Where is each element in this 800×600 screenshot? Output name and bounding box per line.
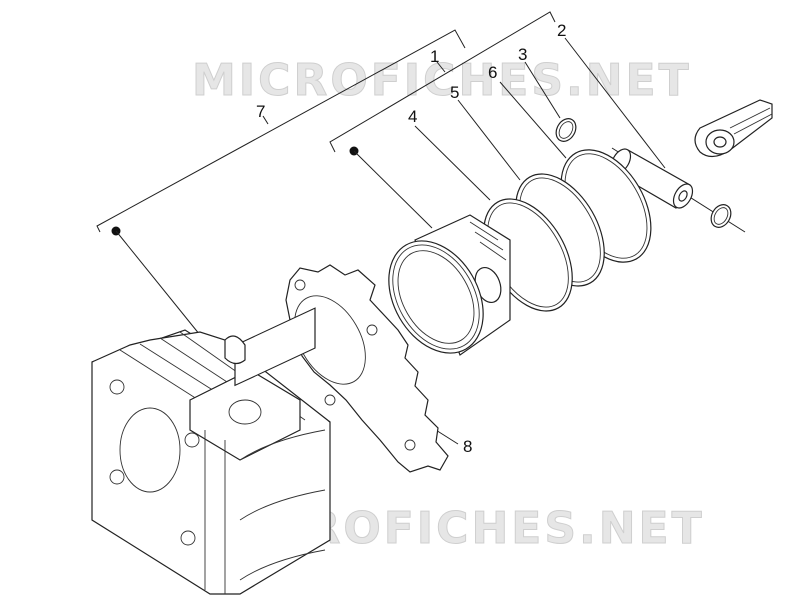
callout-7: 7 <box>256 102 265 121</box>
cylinder <box>91 307 331 595</box>
callout-1: 1 <box>430 47 439 66</box>
circlip-upper <box>555 118 577 142</box>
callout-8: 8 <box>463 437 472 456</box>
watermark-top: MICROFICHES.NET <box>192 55 692 106</box>
bracket-group-1 <box>329 11 556 229</box>
callout-4: 4 <box>408 107 417 126</box>
callout-3: 3 <box>518 45 527 64</box>
callout-2: 2 <box>557 21 566 40</box>
bracket-group-7 <box>96 29 466 336</box>
callout-5: 5 <box>450 83 459 102</box>
piston <box>388 214 511 356</box>
connecting-rod <box>694 99 773 158</box>
callout-6: 6 <box>488 63 497 82</box>
circlip-lower <box>710 204 732 228</box>
base-gasket <box>285 264 449 473</box>
